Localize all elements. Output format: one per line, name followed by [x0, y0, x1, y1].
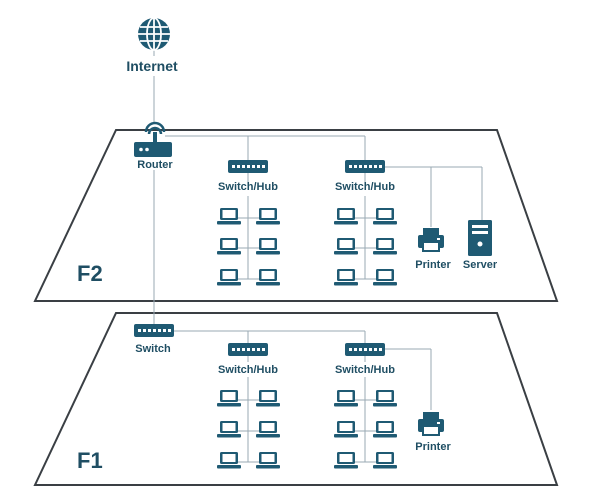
f2-hub-1-label: Switch/Hub: [218, 181, 278, 193]
laptop-icon: [373, 269, 397, 286]
laptop-icon: [373, 421, 397, 438]
f1-printer-label: Printer: [415, 441, 451, 453]
server-label: Server: [463, 259, 498, 271]
internet-label: Internet: [126, 58, 178, 74]
laptop-icon: [217, 452, 241, 469]
f2-hub-1-icon: [228, 160, 268, 173]
f1-hub-2-label: Switch/Hub: [335, 364, 395, 376]
floor-f1-outline: [33, 312, 559, 486]
switch-label: Switch: [135, 343, 171, 355]
laptop-icon: [334, 390, 358, 407]
laptop-icon: [373, 390, 397, 407]
laptop-icon: [334, 208, 358, 225]
floor-f2-label: F2: [77, 261, 103, 286]
f1-switch-icon: [134, 324, 174, 337]
floor-f2-outline: [33, 129, 559, 302]
laptop-icon: [217, 390, 241, 407]
laptop-icon: [256, 421, 280, 438]
f1-hub-1-icon: [228, 343, 268, 356]
f2-printer-label: Printer: [415, 259, 451, 271]
laptop-icon: [217, 238, 241, 255]
laptop-icon: [217, 421, 241, 438]
floor-f1-label: F1: [77, 448, 103, 473]
laptop-icon: [373, 238, 397, 255]
f2-hub-2-icon: [345, 160, 385, 173]
laptop-icon: [373, 208, 397, 225]
laptop-icon: [334, 238, 358, 255]
globe-icon: [138, 17, 170, 51]
server-icon: [468, 220, 492, 256]
f1-hub-1-label: Switch/Hub: [218, 364, 278, 376]
laptop-icon: [256, 238, 280, 255]
laptop-icon: [256, 269, 280, 286]
laptop-icon: [334, 269, 358, 286]
laptop-icon: [334, 452, 358, 469]
router-label: Router: [137, 159, 173, 171]
router-icon: [134, 121, 172, 157]
laptop-icon: [217, 208, 241, 225]
laptop-icon: [256, 208, 280, 225]
f1-hub-2-icon: [345, 343, 385, 356]
laptop-icon: [256, 390, 280, 407]
f2-hub-2-label: Switch/Hub: [335, 181, 395, 193]
laptop-icon: [373, 452, 397, 469]
laptop-icon: [217, 269, 241, 286]
laptop-icon: [334, 421, 358, 438]
laptop-icon: [256, 452, 280, 469]
